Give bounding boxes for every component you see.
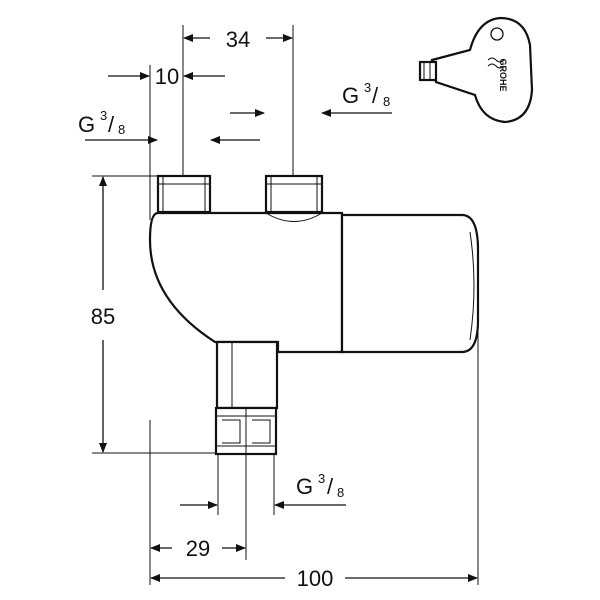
thread-letter: G <box>78 112 95 137</box>
thread-letter: G <box>296 474 313 499</box>
thread-slash: / <box>327 474 334 499</box>
thread-slash: / <box>108 112 115 137</box>
thread-letter: G <box>342 83 359 108</box>
thread-label-top-right: G 3 / 8 <box>230 80 392 117</box>
outlet-stem <box>215 340 279 410</box>
key-icon: GROHE <box>418 16 534 124</box>
housing-contour <box>265 212 323 222</box>
dimension-label: 34 <box>226 27 250 52</box>
dimension-label: 100 <box>297 566 334 591</box>
thread-denominator: 8 <box>337 485 344 500</box>
thread-numerator: 3 <box>364 80 371 95</box>
dimension-100: 100 <box>150 566 478 591</box>
key-hole <box>490 27 504 41</box>
inlet-fitting-right <box>264 174 324 214</box>
dimension-label: 85 <box>91 304 115 329</box>
dimension-label: 10 <box>155 64 179 89</box>
thread-denominator: 8 <box>118 122 125 137</box>
thread-label-bottom: G 3 / 8 <box>180 455 346 515</box>
valve-housing <box>148 211 344 354</box>
valve-body <box>148 174 480 456</box>
key-shaft <box>418 60 438 82</box>
thread-label-top-left: G 3 / 8 <box>78 108 260 144</box>
cap-contour <box>469 231 475 341</box>
dimension-29: 29 <box>150 455 247 561</box>
thread-numerator: 3 <box>100 108 107 123</box>
thread-slash: / <box>372 83 379 108</box>
dimension-85: 85 <box>91 175 220 454</box>
key-handle <box>430 16 534 124</box>
thermostat-cap <box>340 213 480 354</box>
dimension-label: 29 <box>186 536 210 561</box>
key-brand: GROHE <box>498 58 508 91</box>
inlet-fitting-left <box>156 174 212 214</box>
thread-numerator: 3 <box>318 471 325 486</box>
dimension-34: 34 <box>182 25 294 178</box>
thread-denominator: 8 <box>383 94 390 109</box>
